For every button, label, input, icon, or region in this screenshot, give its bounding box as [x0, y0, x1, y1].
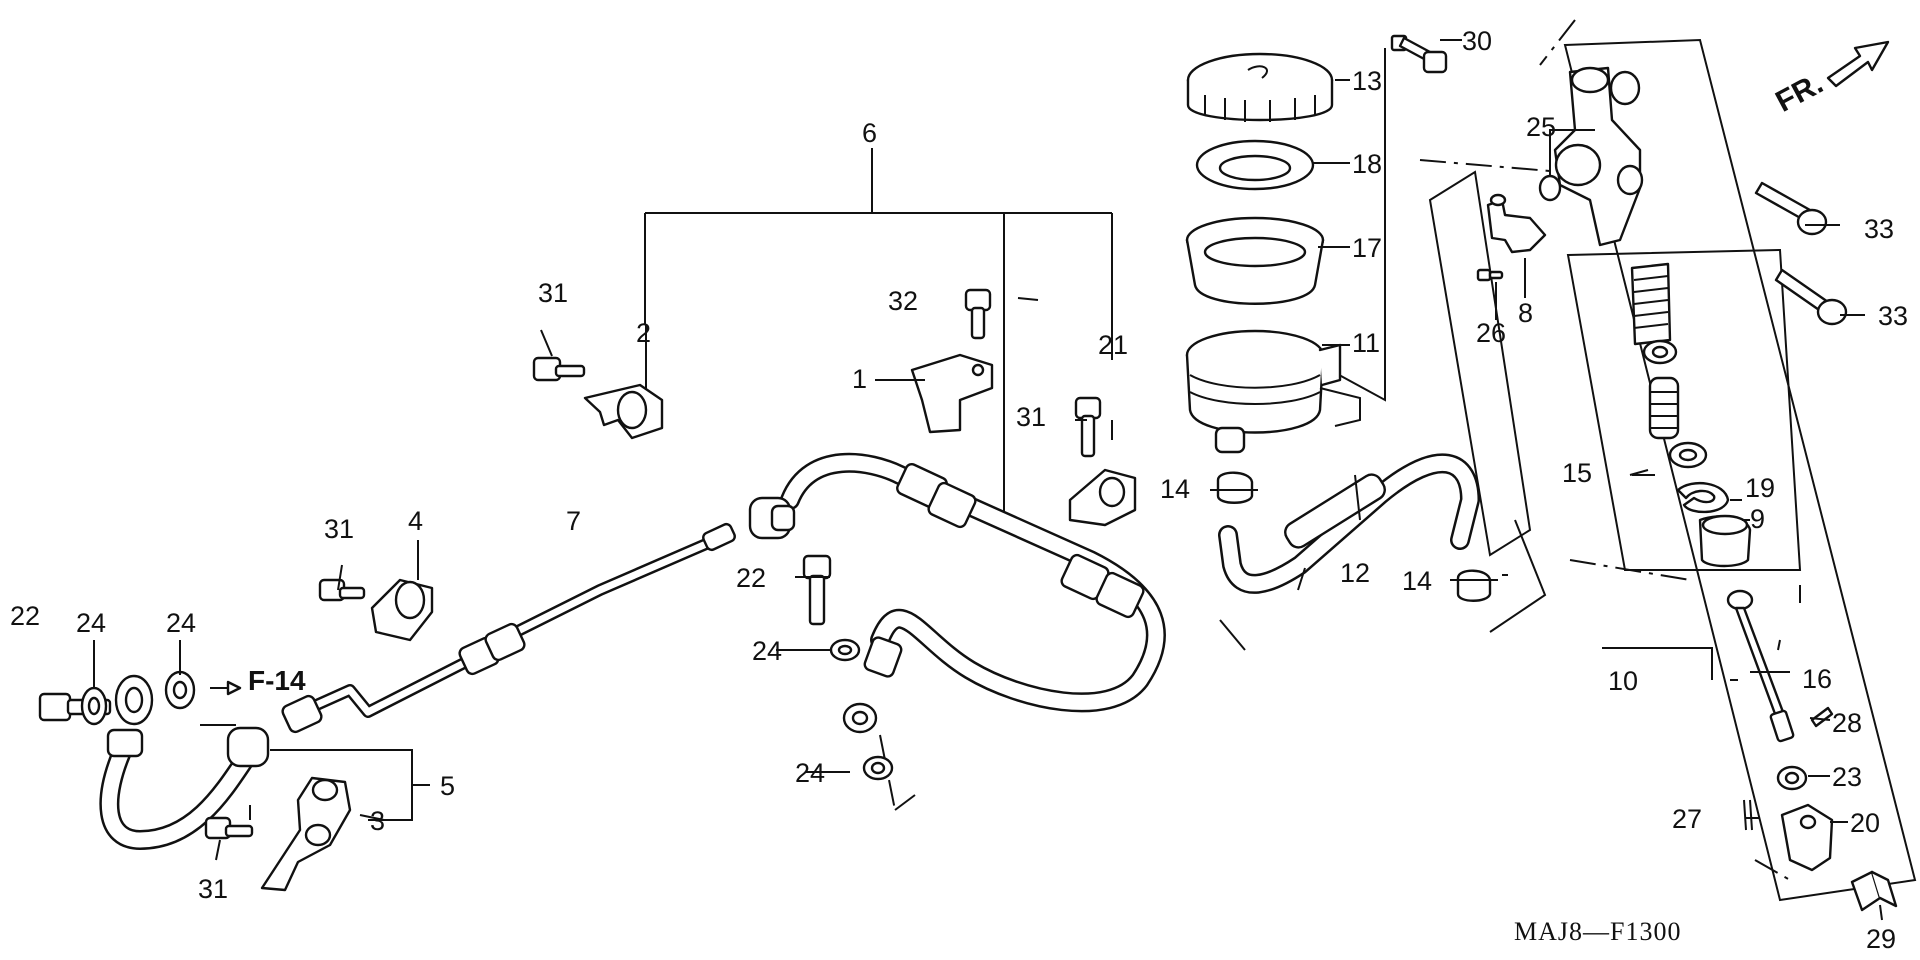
callout-9: 9: [1750, 504, 1765, 534]
hose-fittings: [106, 462, 1145, 768]
callout-31b: 31: [1016, 402, 1046, 432]
callout-25: 25: [1526, 112, 1556, 142]
callout-33b: 33: [1878, 301, 1908, 331]
callout-19: 19: [1745, 473, 1775, 503]
callout-16: 16: [1802, 664, 1832, 694]
callout-31d: 31: [198, 874, 228, 904]
callout-27: 27: [1672, 804, 1702, 834]
hoses: [99, 452, 1480, 850]
callout-13: 13: [1352, 66, 1382, 96]
callout-24a: 24: [76, 608, 106, 638]
callout-20: 20: [1850, 808, 1880, 838]
callout-numbers: 1 2 3 4 5 6 7 8 9 10 11 12 13 14 14 15 1…: [10, 26, 1908, 954]
callout-33a: 33: [1864, 214, 1894, 244]
callout-29: 29: [1866, 924, 1896, 954]
clamps: [204, 288, 1137, 892]
drawing-code: MAJ8—F1300: [1514, 917, 1681, 946]
callout-10: 10: [1608, 666, 1638, 696]
callout-26: 26: [1476, 318, 1506, 348]
callout-7: 7: [566, 506, 581, 536]
callout-11: 11: [1352, 328, 1380, 358]
callout-23: 23: [1832, 762, 1862, 792]
reference-label: F-14: [248, 665, 306, 696]
group-lines: [270, 19, 1917, 902]
callout-32: 32: [888, 286, 918, 316]
front-marker: FR.: [1770, 40, 1890, 119]
callout-18: 18: [1352, 149, 1382, 179]
callout-24c: 24: [752, 636, 782, 666]
callout-14b: 14: [1402, 566, 1432, 596]
callout-31a: 31: [538, 278, 568, 308]
callout-17: 17: [1352, 233, 1382, 263]
callout-30: 30: [1462, 26, 1492, 56]
callout-28: 28: [1832, 708, 1862, 738]
callout-31c: 31: [324, 514, 354, 544]
callout-leaders: [93, 39, 1883, 921]
callout-24d: 24: [795, 758, 825, 788]
callout-14a: 14: [1160, 474, 1190, 504]
callout-3: 3: [370, 806, 385, 836]
callout-4: 4: [408, 506, 423, 536]
callout-2: 2: [636, 318, 651, 348]
callout-12: 12: [1340, 558, 1370, 588]
master-cylinder: [1476, 66, 1898, 912]
callout-6: 6: [862, 118, 877, 148]
callout-24b: 24: [166, 608, 196, 638]
callout-22b: 22: [736, 563, 766, 593]
callout-22a: 22: [10, 601, 40, 631]
callout-21: 21: [1098, 330, 1128, 360]
front-label: FR.: [1770, 67, 1828, 119]
callout-15: 15: [1562, 458, 1592, 488]
callout-8: 8: [1518, 298, 1533, 328]
reservoir: [1185, 34, 1492, 602]
callout-5: 5: [440, 771, 455, 801]
callout-1: 1: [852, 364, 867, 394]
